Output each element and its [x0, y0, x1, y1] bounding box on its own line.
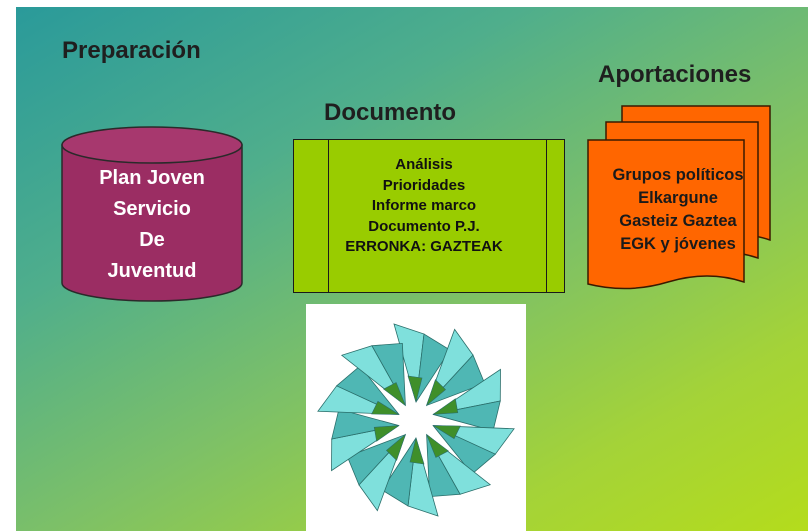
cylinder-line-3: De [139, 229, 165, 251]
documento-right-bar [546, 140, 547, 292]
heading-preparacion: Preparación [62, 37, 201, 64]
documento-box: Análisis Prioridades Informe marco Docum… [293, 139, 565, 293]
cylinder-line-4: Juventud [107, 260, 197, 282]
cylinder-text: Plan Joven Servicio De Juventud [66, 163, 238, 287]
heading-aportaciones: Aportaciones [598, 61, 752, 88]
slide: Preparación Documento Aportaciones Plan … [16, 7, 808, 531]
origami-image [306, 304, 526, 531]
documento-line-3: Informe marco [371, 197, 477, 214]
origami-star-icon [317, 323, 515, 517]
documento-left-bar [328, 140, 329, 292]
aportaciones-text: Grupos políticos Elkargune Gasteiz Gazte… [588, 164, 768, 256]
aportaciones-line-2: Elkargune [638, 189, 718, 207]
cylinder-line-1: Plan Joven [99, 167, 205, 189]
documento-line-2: Prioridades [382, 176, 466, 194]
aportaciones-line-3: Gasteiz Gaztea [619, 212, 737, 230]
heading-documento: Documento [324, 99, 456, 126]
aportaciones-line-1: Grupos políticos [612, 166, 744, 184]
database-cylinder-icon [61, 126, 243, 302]
documento-line-1: Análisis [395, 156, 453, 173]
documento-line-4: Documento P.J. [368, 217, 480, 235]
cylinder-line-2: Servicio [113, 198, 191, 220]
documento-line-5: ERRONKA: GAZTEAK [345, 238, 503, 255]
stacked-documents-icon [587, 105, 771, 290]
documento-text: Análisis Prioridades Informe marco Docum… [314, 155, 534, 258]
aportaciones-line-4: EGK y jóvenes [620, 235, 736, 253]
